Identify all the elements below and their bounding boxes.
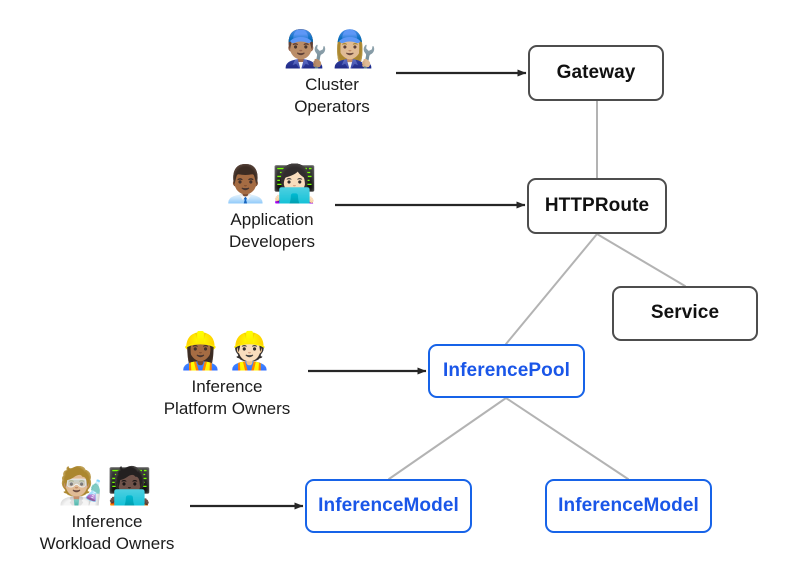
node-inferencemodel2[interactable]: InferenceModel xyxy=(545,479,712,533)
persona-label-line: Inference xyxy=(191,377,263,396)
persona-arrows xyxy=(190,69,527,510)
node-label: Service xyxy=(650,302,720,324)
node-gateway[interactable]: Gateway xyxy=(528,45,664,101)
persona-label-line: Application xyxy=(230,210,314,229)
persona-label-line: Operators xyxy=(294,97,370,116)
man-mechanic-icon: 👨🏽‍🔧👩🏼‍🔧 xyxy=(283,29,381,70)
persona-label-line: Inference xyxy=(71,512,143,531)
persona-label-line: Platform Owners xyxy=(163,399,291,418)
persona-label-line: Cluster xyxy=(305,75,359,94)
man-office-worker-icon: 👨🏾‍💼👩🏻‍💻 xyxy=(223,164,321,205)
node-inferencepool[interactable]: InferencePool xyxy=(428,344,585,398)
scientist-icon: 🧑🏼‍🔬🧑🏿‍💻 xyxy=(58,466,156,507)
connector-httproute-inferencepool xyxy=(505,233,598,345)
node-inferencemodel1[interactable]: InferenceModel xyxy=(305,479,472,533)
node-service[interactable]: Service xyxy=(612,286,758,341)
connector-httproute-service xyxy=(596,233,686,287)
node-label: HTTPRoute xyxy=(544,194,650,216)
connector-inferencepool-model2 xyxy=(505,397,629,480)
node-httproute[interactable]: HTTPRoute xyxy=(527,178,667,234)
woman-construction-worker-icon: 👷🏾‍♀️👷🏻 xyxy=(178,331,276,372)
persona-label-line: Developers xyxy=(229,232,315,251)
connector-inferencepool-model1 xyxy=(388,397,507,480)
persona-label-line: Workload Owners xyxy=(39,534,175,553)
node-label: Gateway xyxy=(556,61,636,83)
node-label: InferenceModel xyxy=(318,494,459,516)
node-label: InferencePool xyxy=(443,359,570,381)
node-label: InferenceModel xyxy=(558,494,699,516)
